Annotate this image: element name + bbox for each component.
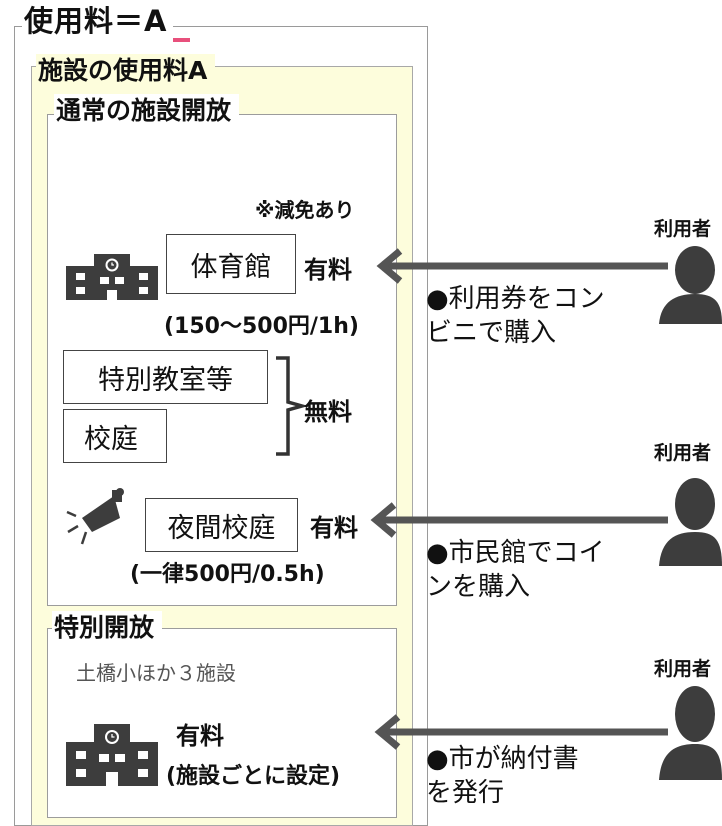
brace-icon bbox=[276, 356, 309, 456]
floodlight-icon bbox=[66, 488, 124, 545]
purchase-method-3: ●市が納付書 を発行 bbox=[426, 742, 579, 810]
purchase-method-1: ●利用券をコン ビニで購入 bbox=[426, 282, 605, 350]
night-schoolyard-box: 夜間校庭 bbox=[145, 498, 298, 552]
person-icon bbox=[659, 246, 722, 324]
purchase-method-1-line2: ビニで購入 bbox=[426, 318, 557, 348]
user-label: 利用者 bbox=[654, 218, 712, 240]
free-label: 無料 bbox=[304, 398, 352, 426]
user-label: 利用者 bbox=[654, 442, 712, 464]
schoolyard-box: 校庭 bbox=[63, 409, 167, 463]
user-label: 利用者 bbox=[654, 658, 712, 680]
gym-price: (150～500円/1h) bbox=[164, 314, 359, 339]
page-title: 使用料＝A bbox=[22, 0, 174, 42]
arrow-left-icon bbox=[370, 502, 668, 538]
purchase-method-2-line1: ●市民館でコイ bbox=[426, 538, 605, 568]
purchase-method-2-line2: ンを購入 bbox=[426, 572, 531, 602]
gym-fee: 有料 bbox=[304, 256, 352, 284]
special-subtitle: 土橋小ほか３施設 bbox=[76, 661, 236, 685]
gym-label: 体育館 bbox=[190, 251, 272, 283]
special-classroom-label: 特別教室等 bbox=[98, 364, 233, 396]
school-building-icon bbox=[66, 724, 158, 786]
school-building-icon bbox=[66, 254, 158, 300]
reduction-note: ※減免あり bbox=[255, 198, 355, 222]
section-special-opening-title: 特別開放 bbox=[52, 611, 163, 645]
purchase-method-3-line1: ●市が納付書 bbox=[426, 744, 579, 774]
person-icon bbox=[659, 478, 722, 566]
special-fee: 有料 bbox=[176, 722, 224, 750]
special-price: (施設ごとに設定) bbox=[166, 764, 341, 789]
section-regular-opening-title: 通常の施設開放 bbox=[54, 94, 240, 128]
night-schoolyard-price: (一律500円/0.5h) bbox=[130, 562, 325, 587]
arrow-left-icon bbox=[376, 248, 668, 284]
schoolyard-label: 校庭 bbox=[84, 423, 138, 455]
section-special-opening bbox=[47, 628, 397, 818]
purchase-method-2: ●市民館でコイ ンを購入 bbox=[426, 536, 605, 604]
panel-facility-fee-title: 施設の使用料A bbox=[36, 54, 216, 88]
night-schoolyard-label: 夜間校庭 bbox=[167, 512, 276, 544]
special-classroom-box: 特別教室等 bbox=[63, 350, 268, 404]
night-schoolyard-fee: 有料 bbox=[310, 514, 358, 542]
arrow-left-icon bbox=[374, 714, 668, 750]
purchase-method-3-line2: を発行 bbox=[426, 778, 505, 808]
purchase-method-1-line1: ●利用券をコン bbox=[426, 284, 605, 314]
person-icon bbox=[659, 686, 722, 780]
gym-box: 体育館 bbox=[166, 234, 296, 294]
